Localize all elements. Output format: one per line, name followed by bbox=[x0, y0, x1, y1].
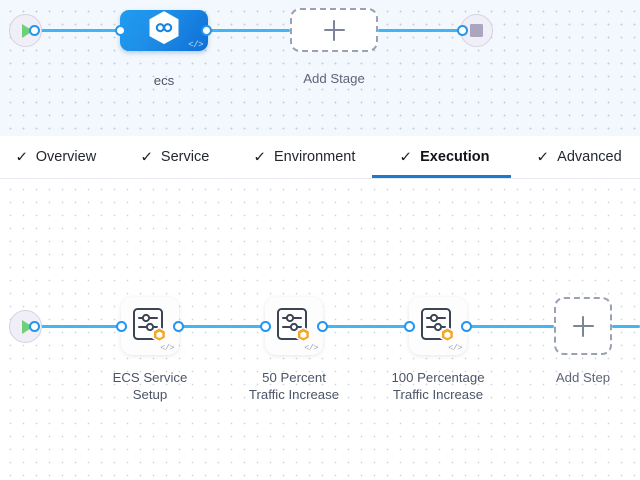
stage-code-tag: </> bbox=[188, 40, 203, 50]
tab-overview[interactable]: ✓ Overview bbox=[0, 136, 113, 178]
plus-icon bbox=[323, 19, 345, 41]
tab-label: Overview bbox=[35, 149, 97, 165]
stop-icon bbox=[470, 24, 483, 37]
play-icon bbox=[21, 319, 33, 334]
step-node-label: 100 Percentage Traffic Increase bbox=[391, 370, 485, 402]
wire-start-to-ecs bbox=[34, 29, 124, 32]
tab-label: Environment bbox=[274, 149, 356, 165]
step-code-tag: </> bbox=[448, 343, 462, 353]
tab-advanced[interactable]: ✓ Advanced bbox=[511, 136, 638, 178]
wire-step3-to-addstep bbox=[466, 325, 554, 328]
wire-addstep-overflow bbox=[612, 325, 640, 328]
check-icon: ✓ bbox=[15, 148, 29, 165]
check-icon: ✓ bbox=[140, 148, 154, 165]
wire-addstage-to-end bbox=[378, 29, 462, 32]
step-node-ecs-service-setup[interactable]: </> bbox=[121, 297, 179, 355]
step-settings-icon bbox=[132, 307, 169, 350]
step-code-tag: </> bbox=[160, 343, 174, 353]
execution-canvas[interactable]: </> ECS Service Setup bbox=[0, 179, 640, 480]
tab-label: Service bbox=[160, 149, 210, 165]
step2-in-port[interactable] bbox=[260, 321, 271, 332]
wire-step2-to-step3 bbox=[322, 325, 416, 328]
add-stage-node[interactable] bbox=[290, 8, 378, 52]
harness-hexagon-badge bbox=[152, 326, 167, 343]
tab-label: Execution bbox=[420, 149, 490, 165]
step-settings-icon bbox=[276, 307, 313, 350]
tab-environment[interactable]: ✓ Environment bbox=[226, 136, 372, 178]
step-code-tag: </> bbox=[304, 343, 318, 353]
wire-ecs-to-addstage bbox=[206, 29, 290, 32]
tab-service[interactable]: ✓ Service bbox=[113, 136, 226, 178]
plus-icon bbox=[572, 315, 594, 337]
wire-start-to-step1 bbox=[34, 325, 126, 328]
stage-start-port[interactable] bbox=[29, 25, 40, 36]
pipeline-tab-bar: ✓ Overview ✓ Service ✓ Environment ✓ Exe… bbox=[0, 136, 640, 179]
check-icon: ✓ bbox=[253, 148, 267, 165]
step-node-50-percent-traffic-increase[interactable]: </> bbox=[265, 297, 323, 355]
play-icon bbox=[21, 23, 33, 38]
step2-out-port[interactable] bbox=[317, 321, 328, 332]
check-icon: ✓ bbox=[536, 148, 550, 165]
stage-node-label: ecs bbox=[153, 73, 175, 88]
step-node-label: ECS Service Setup bbox=[112, 370, 188, 402]
step3-out-port[interactable] bbox=[461, 321, 472, 332]
harness-hexagon-badge bbox=[440, 326, 455, 343]
step-node-label: 50 Percent Traffic Increase bbox=[248, 370, 340, 402]
step1-in-port[interactable] bbox=[116, 321, 127, 332]
execution-start-port[interactable] bbox=[29, 321, 40, 332]
stage-node-out-port[interactable] bbox=[201, 25, 212, 36]
stage-node-in-port[interactable] bbox=[115, 25, 126, 36]
tab-label: Advanced bbox=[557, 149, 622, 165]
add-stage-label: Add Stage bbox=[303, 71, 365, 86]
stage-canvas[interactable]: </> ecs Add Stage bbox=[0, 0, 640, 136]
stage-node-ecs[interactable]: </> bbox=[120, 10, 208, 51]
step1-out-port[interactable] bbox=[173, 321, 184, 332]
step-settings-icon bbox=[420, 307, 457, 350]
step-node-100-percentage-traffic-increase[interactable]: </> bbox=[409, 297, 467, 355]
check-icon: ✓ bbox=[399, 148, 413, 165]
add-step-node[interactable] bbox=[554, 297, 612, 355]
harness-hexagon-badge bbox=[296, 326, 311, 343]
tab-execution[interactable]: ✓ Execution bbox=[372, 136, 512, 178]
step3-in-port[interactable] bbox=[404, 321, 415, 332]
wire-step1-to-step2 bbox=[178, 325, 274, 328]
stage-end-port[interactable] bbox=[457, 25, 468, 36]
add-step-label: Add Step bbox=[555, 370, 611, 385]
service-hexagon-icon bbox=[147, 10, 181, 50]
